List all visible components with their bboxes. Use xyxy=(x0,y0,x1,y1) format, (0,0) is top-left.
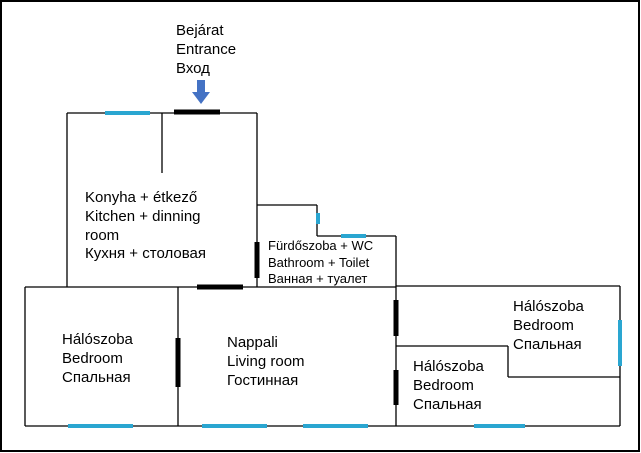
bedroom-right-upper-label-line: Спальная xyxy=(513,335,582,353)
bedroom-right-lower-label-line: Bedroom xyxy=(413,376,474,394)
bedroom-right-lower-label: Hálószoba Bedroom Спальная xyxy=(413,358,484,414)
bedroom-left-label-line: Hálószoba xyxy=(62,331,133,348)
entrance-label-hu: Bejárat xyxy=(176,22,224,39)
windows xyxy=(68,111,622,428)
living-room-label-line: Nappali xyxy=(227,334,278,351)
living-room-label: Nappali Living room Гостинная xyxy=(227,334,305,390)
bathroom-label-line: Bathroom + Toilet xyxy=(268,254,370,270)
kitchen-label-line: Konyha + étkező xyxy=(85,189,198,206)
kitchen-label-line: Kitchen + dinning xyxy=(85,207,201,225)
living-room-label-line: Гостинная xyxy=(227,371,299,389)
bedroom-left-label: Hálószoba Bedroom Спальная xyxy=(62,331,133,387)
bedroom-right-upper-label-line: Bedroom xyxy=(513,316,574,334)
bathroom-label-line: Ванная + туалет xyxy=(268,271,368,286)
down-arrow-icon xyxy=(192,80,210,104)
bathroom-label-line: Fürdőszoba + WC xyxy=(268,238,374,253)
bedroom-right-upper-label-line: Hálószoba xyxy=(513,298,584,315)
doors xyxy=(174,109,399,405)
entrance-label-ru: Вход xyxy=(176,59,210,77)
bedroom-left-label-line: Bedroom xyxy=(62,349,123,367)
living-room-label-line: Living room xyxy=(227,352,305,370)
entrance-label-en: Entrance xyxy=(176,40,237,58)
bedroom-left-label-line: Спальная xyxy=(62,368,131,386)
kitchen-label-line: room xyxy=(85,226,120,244)
bedroom-right-upper-label: Hálószoba Bedroom Спальная xyxy=(513,298,584,354)
kitchen-label: Konyha + étkező Kitchen + dinning room К… xyxy=(85,189,206,264)
bedroom-right-lower-label-line: Спальная xyxy=(413,395,482,413)
entrance-label: Bejárat Entrance Вход xyxy=(176,22,236,78)
bathroom-label: Fürdőszoba + WC Bathroom + Toilet Ванная… xyxy=(268,238,373,288)
bedroom-right-lower-label-line: Hálószoba xyxy=(413,358,484,375)
kitchen-label-line: Кухня + столовая xyxy=(85,245,206,263)
